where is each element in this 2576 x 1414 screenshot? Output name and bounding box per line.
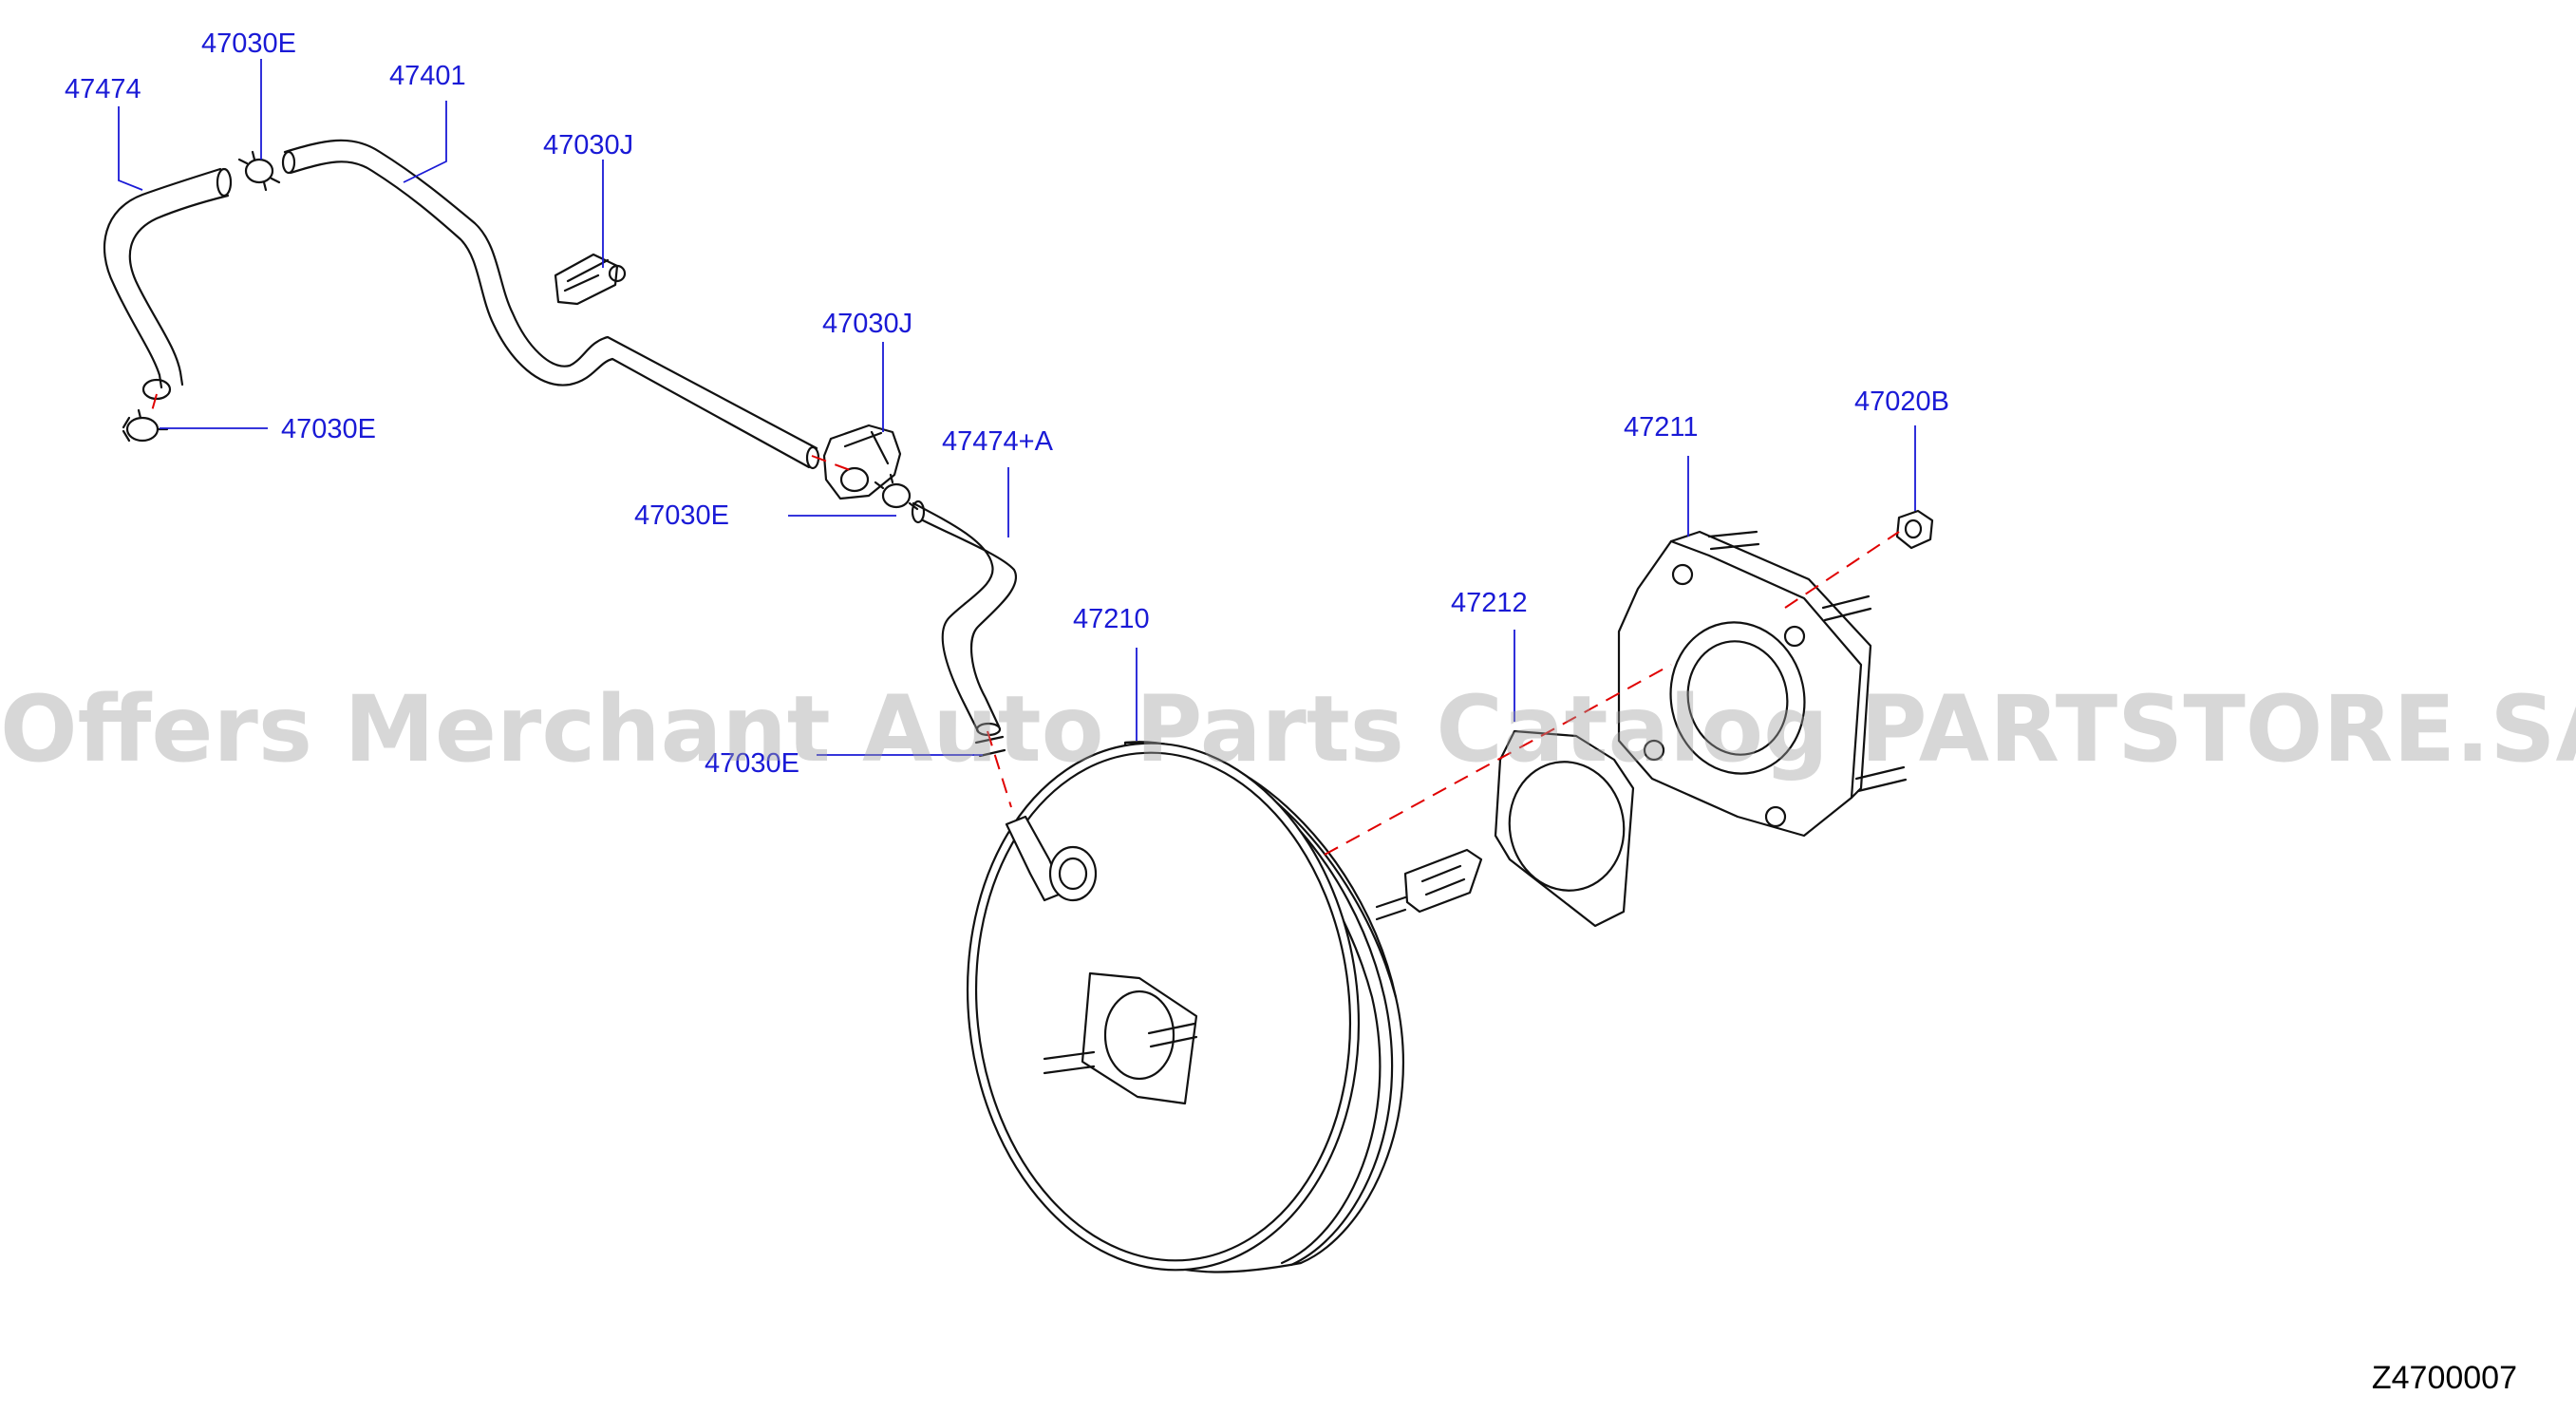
label-47211[interactable]: 47211 bbox=[1624, 412, 1699, 443]
hose-47474[interactable] bbox=[103, 167, 233, 401]
label-47030e-top[interactable]: 47030E bbox=[201, 28, 296, 59]
label-47474a[interactable]: 47474+A bbox=[942, 426, 1053, 457]
label-47210[interactable]: 47210 bbox=[1073, 604, 1150, 634]
clip-47030e-mid[interactable] bbox=[874, 473, 919, 511]
label-47030e-low[interactable]: 47030E bbox=[705, 748, 799, 779]
label-47212[interactable]: 47212 bbox=[1451, 588, 1528, 618]
label-47030e-left[interactable]: 47030E bbox=[281, 414, 376, 444]
nut-47020b[interactable] bbox=[1895, 509, 1934, 550]
spacer-plate-47211[interactable] bbox=[1617, 530, 1908, 838]
clip-47030e-left[interactable] bbox=[122, 408, 169, 443]
label-47020b[interactable]: 47020B bbox=[1854, 386, 1949, 417]
brake-booster-47210[interactable] bbox=[942, 724, 1483, 1290]
gasket-47212[interactable] bbox=[1494, 729, 1635, 928]
label-47030e-mid[interactable]: 47030E bbox=[634, 500, 729, 531]
label-47474[interactable]: 47474 bbox=[65, 74, 141, 104]
leader-lines bbox=[118, 59, 1916, 756]
connector-47030j-top[interactable] bbox=[554, 253, 627, 306]
label-47030j-mid[interactable]: 47030J bbox=[822, 309, 913, 339]
diagram-code: Z4700007 bbox=[2371, 1360, 2517, 1396]
hose-47474a[interactable] bbox=[911, 500, 1017, 737]
label-47401[interactable]: 47401 bbox=[389, 61, 466, 91]
clip-47030e-top[interactable] bbox=[237, 150, 281, 192]
watermark: Offers Merchant Auto Parts Catalog PARTS… bbox=[0, 676, 2576, 782]
label-47030j-top[interactable]: 47030J bbox=[543, 130, 634, 160]
connector-47030j-mid[interactable] bbox=[822, 424, 902, 500]
assembly-axes bbox=[149, 393, 1900, 856]
